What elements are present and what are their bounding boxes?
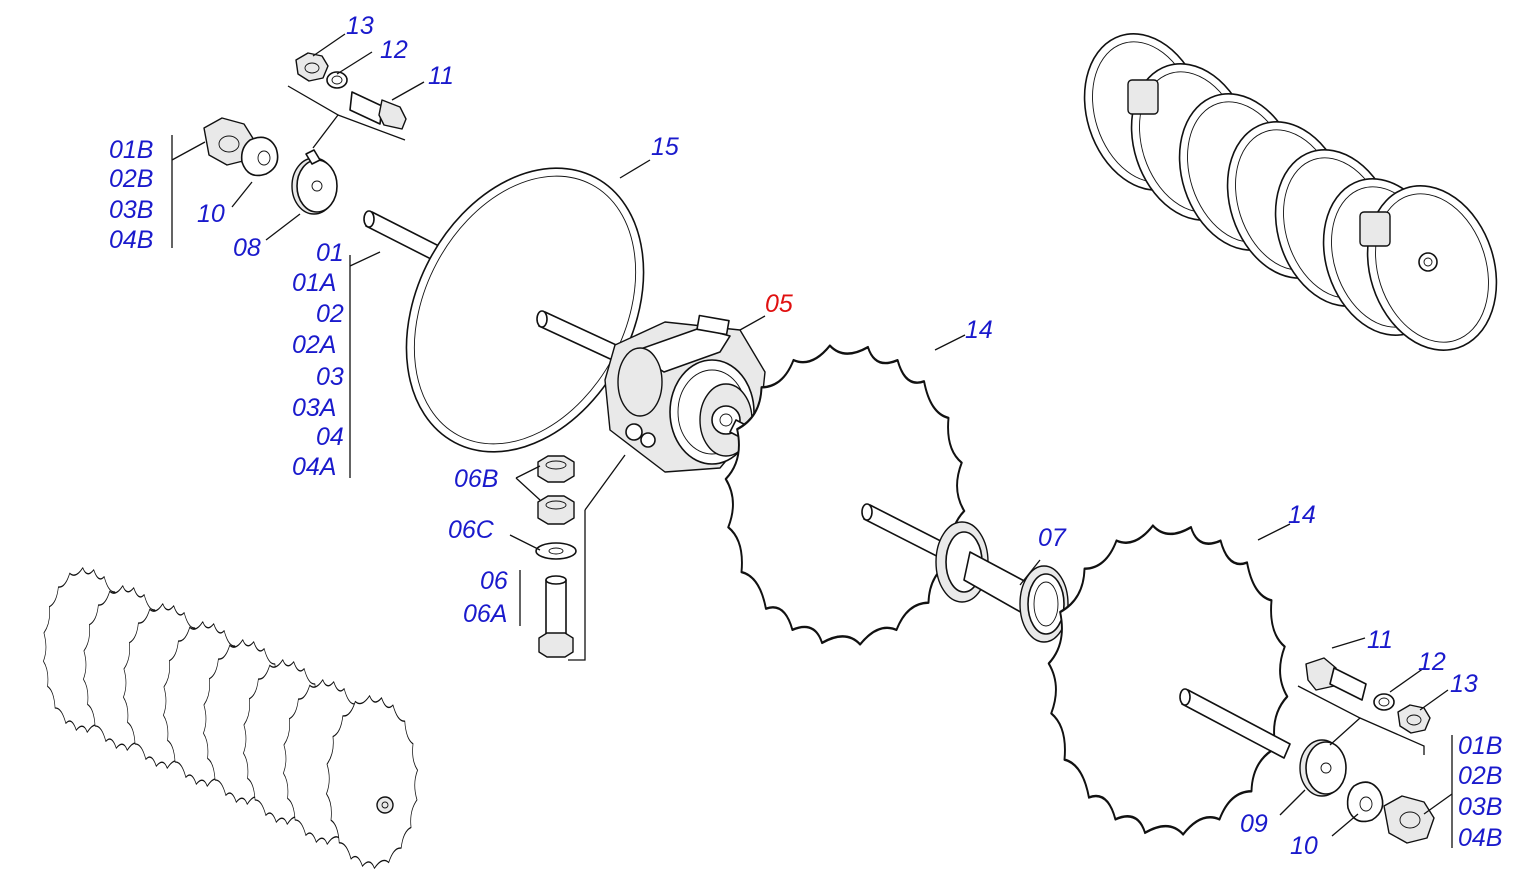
label-15[interactable]: 15 — [651, 133, 679, 161]
flange-plate-10-top — [240, 136, 279, 177]
label-04[interactable]: 04 — [316, 423, 344, 451]
label-06b[interactable]: 06B — [454, 465, 498, 493]
label-05[interactable]: 05 — [765, 290, 793, 318]
label-09[interactable]: 09 — [1240, 810, 1268, 838]
label-01b-top[interactable]: 01B — [109, 136, 153, 164]
label-02b-top[interactable]: 02B — [109, 165, 153, 193]
bolt-11-top — [349, 91, 407, 130]
spacer-09 — [1299, 739, 1347, 797]
label-01a[interactable]: 01A — [292, 269, 336, 297]
label-04b-bottom[interactable]: 04B — [1458, 824, 1502, 852]
big-nut-01b-bottom — [1383, 795, 1435, 844]
bolt-11-bottom — [1305, 657, 1367, 701]
label-12-top[interactable]: 12 — [380, 36, 408, 64]
label-08[interactable]: 08 — [233, 234, 261, 262]
label-11-top[interactable]: 11 — [428, 62, 454, 90]
label-11-bottom[interactable]: 11 — [1367, 626, 1393, 654]
label-03b-top[interactable]: 03B — [109, 196, 153, 224]
smooth-disc-gang-assembly — [1083, 33, 1498, 351]
label-02[interactable]: 02 — [316, 300, 344, 328]
label-14-bottom[interactable]: 14 — [1288, 501, 1316, 529]
washer-06c — [535, 542, 577, 560]
label-04b-top[interactable]: 04B — [109, 226, 153, 254]
label-06a[interactable]: 06A — [463, 600, 507, 628]
label-03[interactable]: 03 — [316, 363, 344, 391]
spacer-08 — [291, 149, 338, 215]
washer-12-top — [326, 71, 348, 89]
spool-07 — [861, 503, 1081, 643]
label-01b-bottom[interactable]: 01B — [1458, 732, 1502, 760]
label-12-bottom[interactable]: 12 — [1418, 648, 1446, 676]
nut-06b-upper — [537, 455, 575, 483]
nut-06b-lower — [537, 495, 575, 525]
label-04a[interactable]: 04A — [292, 453, 336, 481]
nut-13-top — [295, 52, 329, 82]
label-03b-bottom[interactable]: 03B — [1458, 793, 1502, 821]
label-02b-bottom[interactable]: 02B — [1458, 762, 1502, 790]
label-13-bottom[interactable]: 13 — [1450, 670, 1478, 698]
washer-12-bottom — [1373, 693, 1395, 711]
label-06[interactable]: 06 — [480, 567, 508, 595]
label-10-bottom[interactable]: 10 — [1290, 832, 1318, 860]
label-14-top[interactable]: 14 — [965, 316, 993, 344]
part-labels: 13 12 11 01B 02B 03B 04B 10 08 15 01 01A… — [109, 12, 1502, 860]
label-07[interactable]: 07 — [1038, 524, 1067, 552]
label-13-top[interactable]: 13 — [346, 12, 374, 40]
label-01[interactable]: 01 — [316, 239, 344, 267]
flange-plate-10-bottom — [1346, 781, 1384, 823]
label-10-top[interactable]: 10 — [197, 200, 225, 228]
notched-disc-gang-assembly — [34, 552, 428, 885]
bolt-06 — [538, 575, 574, 658]
label-02a[interactable]: 02A — [292, 331, 336, 359]
bearing-housing-05 — [604, 314, 791, 473]
nut-13-bottom — [1397, 704, 1431, 734]
label-06c[interactable]: 06C — [448, 516, 495, 544]
label-03a[interactable]: 03A — [292, 394, 336, 422]
